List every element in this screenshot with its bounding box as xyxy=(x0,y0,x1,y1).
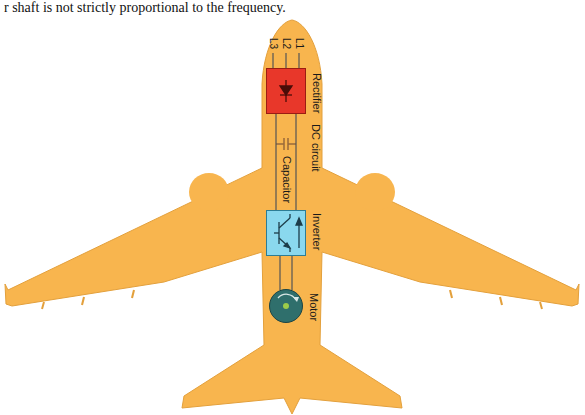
dc-wire-pair xyxy=(276,114,296,210)
phase-label: L2 xyxy=(281,38,292,49)
caption-fragment: r shaft is not strictly proportional to … xyxy=(4,0,286,16)
transistor-symbol xyxy=(274,214,302,252)
component-label: Capacitor xyxy=(280,156,293,203)
wire xyxy=(279,256,280,290)
rectifier-box: Rectifier xyxy=(266,68,306,114)
phase-label: L3 xyxy=(268,38,279,49)
airplane-body xyxy=(5,20,579,414)
wire xyxy=(295,114,296,210)
inverter-box: Inverter xyxy=(266,210,306,256)
phase-wire xyxy=(273,53,299,68)
motor-circle: Motor xyxy=(269,289,303,323)
dc-wire-pair xyxy=(280,256,292,290)
component-name: Inverter xyxy=(310,213,323,250)
engine xyxy=(355,173,395,211)
diode-symbol xyxy=(280,80,292,102)
engine xyxy=(189,173,229,211)
capacitor-symbol xyxy=(276,138,296,150)
wire xyxy=(291,256,292,290)
motor-symbol xyxy=(278,294,299,309)
wire xyxy=(275,114,276,210)
component-name: Rectifier xyxy=(310,73,323,113)
component-name: Motor xyxy=(307,293,320,321)
phase-label: L1 xyxy=(294,38,305,49)
circuit-label: DC circuit xyxy=(309,124,322,172)
